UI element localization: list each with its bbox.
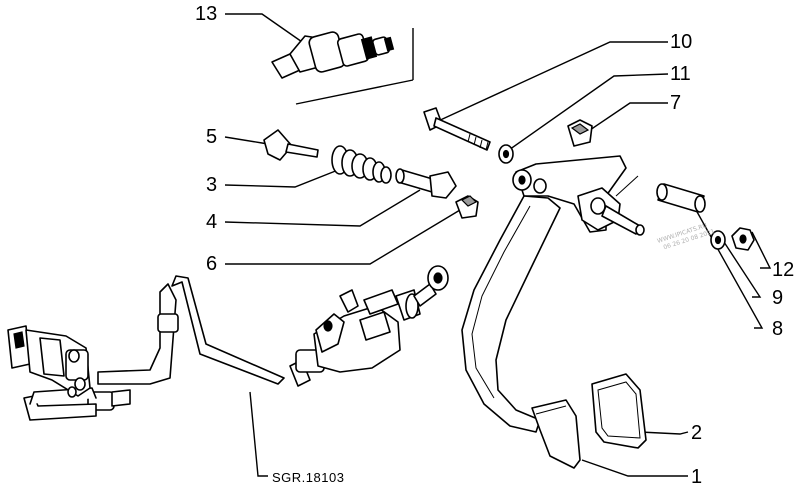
callout-1: 1 [691,466,702,486]
leader-4 [224,189,421,227]
part-7-clip [567,119,593,147]
callout-6: 6 [206,253,217,275]
part-1-clutch-pedal [461,155,645,469]
leader-13 [225,13,306,45]
slave-cylinder [7,325,91,398]
master-cylinder [289,265,449,387]
leader-1 [581,459,688,477]
leader-ref [249,391,268,477]
callout-2: 2 [691,422,702,444]
leader-10 [435,41,668,123]
callout-labels: 13 5 3 4 6 10 11 7 12 9 8 2 1 SGR.18103 [195,3,794,486]
reference-code: SGR.18103 [272,470,344,485]
leader-3 [224,169,339,188]
callout-4: 4 [206,211,217,233]
part-6-bushing [455,195,479,219]
part-12-nut [731,227,755,251]
leader-6 [225,209,461,265]
part-13-pedal-switch [271,31,395,79]
callout-13: 13 [195,3,217,25]
part-10-pivot-bolt [423,107,491,151]
leader-lines [224,13,772,477]
callout-12: 12 [772,259,794,281]
hydraulic-clutch-line [23,275,285,421]
callout-7: 7 [670,92,681,114]
watermark: WWW.IPICATS.RU 06 26 20 08 2021 [656,222,715,251]
part-8-sleeve [656,183,706,213]
callout-9: 9 [772,287,783,309]
part-11-washer [498,144,514,164]
divider-diagonal [295,79,414,105]
leader-9 [723,241,762,298]
leader-11 [505,73,669,153]
part-9-washer [710,230,726,250]
callout-11: 11 [670,63,691,85]
part-5-pushrod-pin [263,129,319,161]
callout-8: 8 [772,318,783,340]
callout-10: 10 [670,31,692,53]
part-4-spring-guide [395,168,457,199]
part-2-pedal-pad [591,373,647,449]
part-3-return-spring [331,145,392,184]
leader-7 [589,102,668,131]
leader-12 [751,231,772,269]
callout-3: 3 [206,174,217,196]
callout-5: 5 [206,126,217,148]
leader-2 [639,431,689,435]
